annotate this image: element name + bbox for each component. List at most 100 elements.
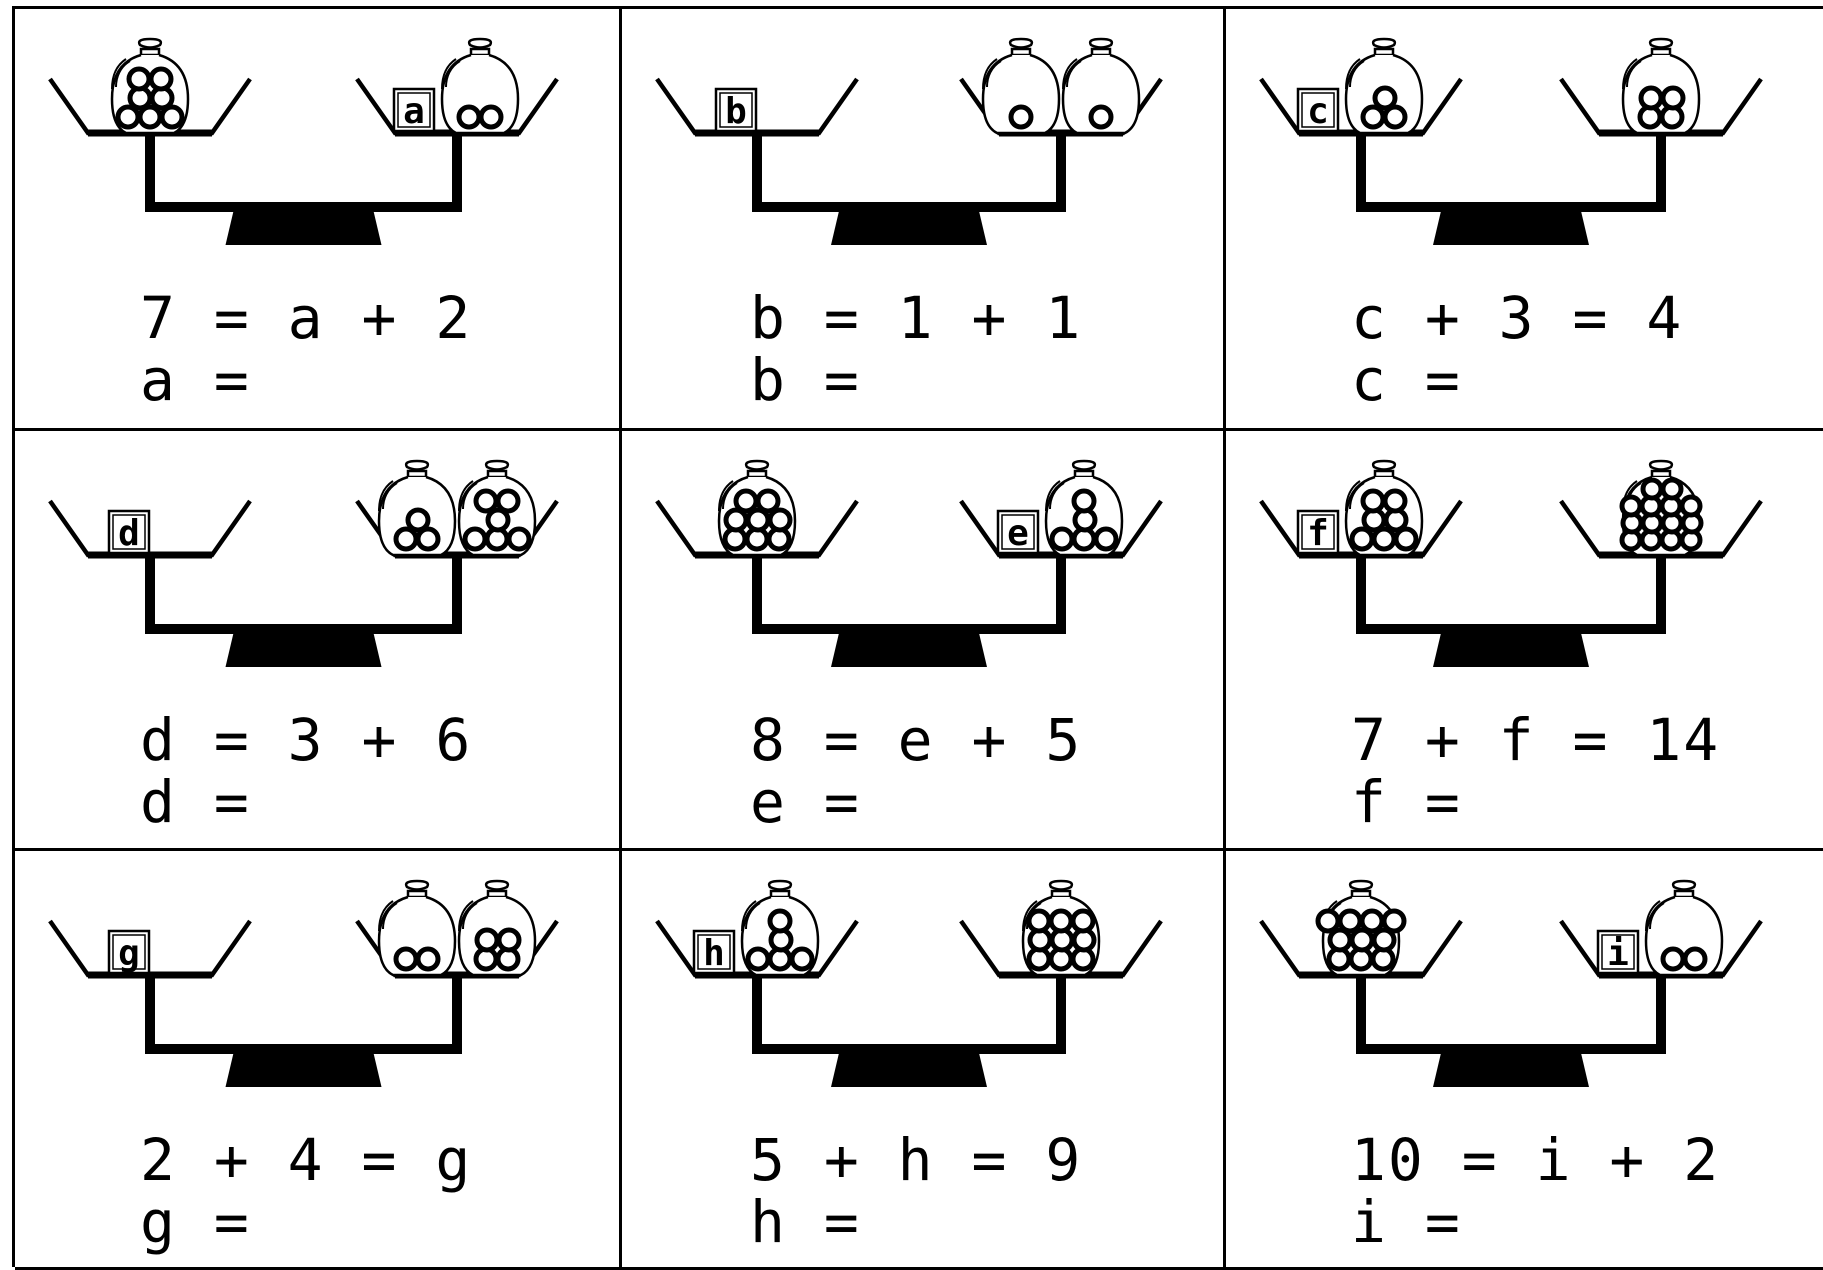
answer-prompt[interactable]: h = xyxy=(750,1191,861,1253)
balance-scale: h xyxy=(622,851,1226,1101)
answer-prompt[interactable]: i = xyxy=(1351,1191,1462,1253)
answer-prompt[interactable]: f = xyxy=(1351,771,1462,833)
bag-icon xyxy=(112,39,188,133)
problem-cell-h: h 5 + h = 9 h = xyxy=(622,851,1226,1270)
marble-icon xyxy=(396,949,416,969)
unknown-box: b xyxy=(716,89,756,132)
marble-icon xyxy=(1375,88,1395,108)
equation: 10 = i + 2 xyxy=(1351,1129,1720,1191)
marble-icon xyxy=(498,491,518,511)
unknown-letter: a xyxy=(403,91,425,132)
bag-icon xyxy=(379,881,455,975)
answer-prompt[interactable]: c = xyxy=(1351,349,1462,411)
right-pan xyxy=(357,461,557,555)
left-pan xyxy=(50,39,250,133)
answer-prompt[interactable]: g = xyxy=(140,1191,251,1253)
bag-icon xyxy=(742,881,818,975)
bag-icon xyxy=(442,39,518,133)
answer-prompt[interactable]: e = xyxy=(750,771,861,833)
equation: b = 1 + 1 xyxy=(750,287,1082,349)
bag-icon xyxy=(1046,461,1122,555)
right-pan: e xyxy=(961,461,1161,555)
equation: 8 = e + 5 xyxy=(750,709,1082,771)
equation: 7 + f = 14 xyxy=(1351,709,1720,771)
balance-scale: c xyxy=(1226,9,1823,259)
marble-icon xyxy=(1685,949,1705,969)
marble-icon xyxy=(1663,949,1683,969)
marble-icon xyxy=(792,949,812,969)
marble-icon xyxy=(1052,529,1072,549)
marble-icon xyxy=(1091,107,1111,127)
marble-icon xyxy=(1682,497,1700,515)
unknown-letter: b xyxy=(725,91,747,132)
problem-cell-a: a 7 = a + 2 a = xyxy=(15,9,622,431)
marble-icon xyxy=(459,107,479,127)
problem-cell-f: f 7 + f = 14 f = xyxy=(1226,431,1823,851)
left-pan: d xyxy=(50,501,250,555)
bag-icon xyxy=(1622,461,1701,555)
left-pan xyxy=(1261,881,1461,975)
left-pan: f xyxy=(1261,461,1461,555)
answer-prompt[interactable]: a = xyxy=(140,349,251,411)
scale-base xyxy=(1361,555,1661,667)
scale-base xyxy=(1361,133,1661,245)
marble-icon xyxy=(1011,107,1031,127)
scale-base xyxy=(150,975,457,1087)
scale-base xyxy=(757,555,1061,667)
bag-icon xyxy=(1646,881,1722,975)
bag-icon xyxy=(1623,39,1699,133)
unknown-letter: f xyxy=(1307,513,1329,554)
marble-icon xyxy=(476,491,496,511)
marble-icon xyxy=(1362,911,1382,931)
unknown-box: a xyxy=(394,89,434,132)
bag-icon xyxy=(719,461,795,555)
unknown-letter: h xyxy=(703,933,725,974)
bag-icon xyxy=(459,461,535,555)
marble-icon xyxy=(151,69,171,89)
scale-base xyxy=(150,133,457,245)
problem-cell-i: i 10 = i + 2 i = xyxy=(1226,851,1823,1270)
unknown-box: f xyxy=(1298,511,1338,554)
balance-scale: f xyxy=(1226,431,1823,681)
marble-icon xyxy=(1074,491,1094,511)
unknown-letter: i xyxy=(1607,933,1629,974)
bag-icon xyxy=(1023,881,1099,975)
bag-icon xyxy=(459,881,535,975)
left-pan: h xyxy=(657,881,857,975)
marble-icon xyxy=(418,949,438,969)
marble-icon xyxy=(1051,911,1071,931)
equation: 2 + 4 = g xyxy=(140,1129,472,1191)
unknown-letter: c xyxy=(1307,91,1329,132)
marble-icon xyxy=(1663,480,1681,498)
right-pan: i xyxy=(1561,881,1761,975)
equation: 7 = a + 2 xyxy=(140,287,472,349)
bag-icon xyxy=(1318,881,1404,975)
problem-cell-d: d d = 3 + 6 d = xyxy=(15,431,622,851)
worksheet-grid: a 7 = a + 2 a = b b = 1 + 1 b = c c + 3 … xyxy=(12,6,1823,1267)
marble-icon xyxy=(736,491,756,511)
right-pan xyxy=(961,39,1161,133)
marble-icon xyxy=(396,529,416,549)
left-pan: c xyxy=(1261,39,1461,133)
left-pan xyxy=(657,461,857,555)
problem-cell-e: e 8 = e + 5 e = xyxy=(622,431,1226,851)
scale-base xyxy=(1361,975,1661,1087)
balance-scale: i xyxy=(1226,851,1823,1101)
answer-prompt[interactable]: d = xyxy=(140,771,251,833)
right-pan xyxy=(961,881,1161,975)
problem-cell-c: c c + 3 = 4 c = xyxy=(1226,9,1823,431)
marble-icon xyxy=(1352,529,1372,549)
balance-scale: e xyxy=(622,431,1226,681)
unknown-letter: d xyxy=(118,513,140,554)
answer-prompt[interactable]: b = xyxy=(750,349,861,411)
unknown-letter: g xyxy=(118,933,140,974)
marble-icon xyxy=(1384,911,1404,931)
equation: 5 + h = 9 xyxy=(750,1129,1082,1191)
marble-icon xyxy=(770,510,790,530)
balance-scale: b xyxy=(622,9,1226,259)
right-pan xyxy=(1561,39,1761,133)
marble-icon xyxy=(758,491,778,511)
marble-icon xyxy=(465,529,485,549)
marble-icon xyxy=(1363,107,1383,127)
marble-icon xyxy=(770,911,790,931)
